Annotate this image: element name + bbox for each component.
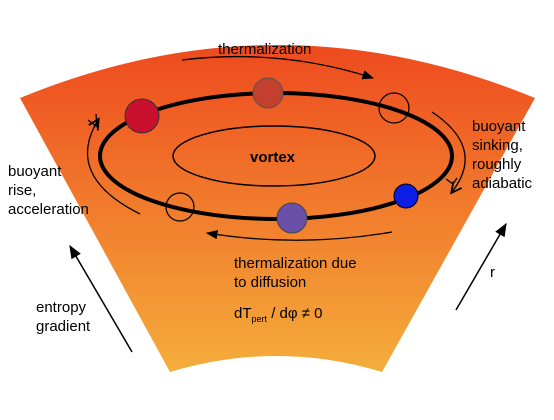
formula-prefix: dT bbox=[234, 305, 252, 322]
formula-suffix: / dφ ≠ 0 bbox=[267, 305, 322, 322]
thermalization-diffusion-arrow bbox=[205, 230, 393, 241]
entropy-gradient-arrow bbox=[69, 244, 133, 353]
thermalization-diffusion-label: thermalization due to diffusion bbox=[234, 255, 361, 291]
buoyant-sinking-line-2: sinking, bbox=[472, 137, 523, 154]
buoyant-sinking-arrow bbox=[431, 111, 466, 192]
formula-subscript: pert bbox=[252, 314, 268, 324]
parcel-blue bbox=[393, 183, 419, 209]
buoyant-sinking-label: buoyant sinking, roughly adiabatic bbox=[472, 118, 533, 192]
buoyant-sinking-line-3: roughly bbox=[472, 156, 522, 173]
radius-arrow bbox=[455, 222, 507, 311]
vortex-ellipse bbox=[172, 125, 376, 187]
buoyant-rise-line-2: rise, bbox=[8, 182, 36, 199]
buoyant-sinking-line-4: adiabatic bbox=[472, 175, 533, 192]
perturbation-formula: dTpert / dφ ≠ 0 bbox=[234, 305, 323, 324]
thermalization-top-arrow bbox=[181, 55, 375, 80]
buoyant-sinking-arrow-second-head bbox=[445, 177, 458, 185]
radius-label: r bbox=[490, 264, 495, 281]
buoyant-rise-line-3: acceleration bbox=[8, 201, 89, 218]
parcel-brownish-red bbox=[252, 77, 284, 109]
thermalization-diffusion-line-1: thermalization due bbox=[234, 255, 357, 272]
buoyant-rise-arrow-second-head bbox=[87, 113, 98, 128]
parcel-empty-top-right bbox=[378, 92, 410, 124]
buoyant-rise-arrow bbox=[86, 120, 141, 215]
parcel-empty-bottom-left bbox=[165, 192, 195, 222]
buoyant-rise-label: buoyant rise, acceleration bbox=[8, 163, 89, 218]
entropy-gradient-line-2: gradient bbox=[36, 318, 91, 335]
parcel-purple bbox=[276, 202, 308, 234]
entropy-gradient-line-1: entropy bbox=[36, 299, 87, 316]
thermalization-diffusion-line-2: to diffusion bbox=[234, 274, 306, 291]
buoyant-sinking-line-1: buoyant bbox=[472, 118, 526, 135]
parcel-red bbox=[124, 98, 160, 134]
entropy-gradient-label: entropy gradient bbox=[36, 299, 91, 335]
thermalization-top-label: thermalization bbox=[218, 41, 311, 58]
vortex-label: vortex bbox=[250, 149, 296, 166]
buoyant-rise-line-1: buoyant bbox=[8, 163, 62, 180]
